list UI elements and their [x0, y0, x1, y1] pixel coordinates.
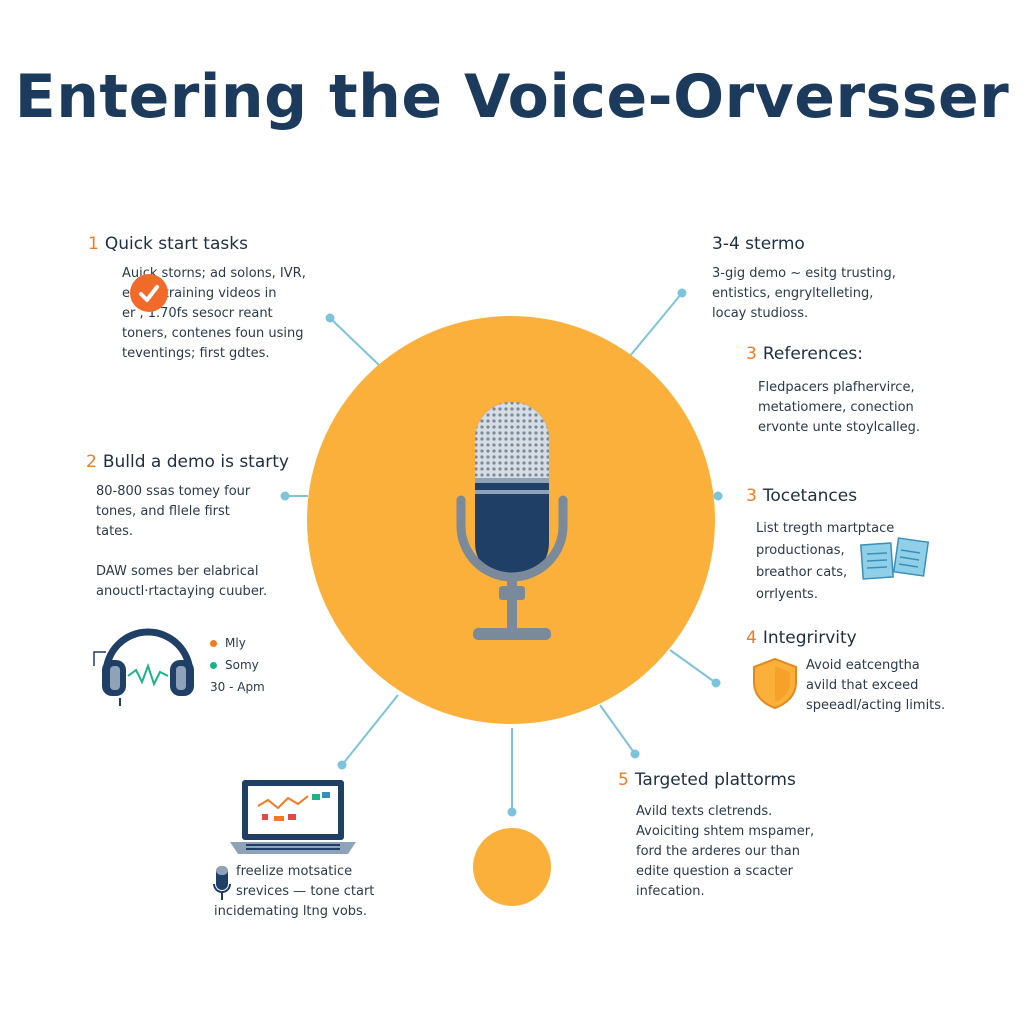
legend-label: 30 - Apm [210, 680, 265, 694]
headphones-icon [93, 628, 194, 706]
legend-label: Mly [225, 636, 246, 650]
body-line: entistics, engryltelleting, [712, 286, 874, 301]
section-body: 80-800 ssas tomey four tones, and fllele… [96, 482, 289, 542]
body-line: DAW somes ber elabrical [96, 564, 259, 579]
body-line: Avoiciting shtem mspamer, [636, 824, 815, 839]
section-title: Targeted plattorms [634, 770, 796, 790]
body-line: tates. [96, 524, 134, 539]
section-number: 5 [618, 770, 629, 790]
section-body: Avoid eatcengtha avild that exceed speea… [806, 656, 945, 716]
body-line: toners, contenes foun using [122, 326, 304, 341]
body-line: incidemating ltng vobs. [214, 904, 367, 919]
check-icon [130, 274, 168, 312]
notes-icon [860, 537, 930, 580]
section-body: freelize motsatice srevices — tone ctart… [214, 862, 375, 922]
section-title: Quick start tasks [104, 234, 248, 254]
legend-item: 30 - Apm [210, 676, 265, 698]
legend: Mly Somy 30 - Apm [210, 632, 265, 698]
section-body: Fledpacers plafhervirce, metatiomere, co… [758, 378, 920, 438]
section-number: 3 [746, 344, 757, 364]
section-body: Avild texts cletrends. Avoiciting shtem … [636, 802, 814, 902]
section-freelance: freelize motsatice srevices — tone ctart… [214, 862, 375, 922]
body-line: teventings; first gdtes. [122, 346, 270, 361]
legend-item: Mly [210, 632, 265, 654]
body-line: locay studioss. [712, 306, 809, 321]
section-title: Integrirvity [762, 628, 857, 648]
microphone-icon [456, 402, 568, 640]
section-title: Tocetances [762, 486, 858, 506]
body-line: Avoid eatcengtha [806, 658, 920, 673]
section-body: 3-gig demo ~ esitg trusting, entistics, … [712, 264, 896, 324]
small-circle [473, 828, 551, 906]
section-number: 4 [746, 628, 757, 648]
body-line: avild that exceed [806, 678, 919, 693]
page-title: Entering the Voice-Orversser [14, 62, 1010, 132]
body-line: freelize motsatice [236, 864, 353, 879]
body-line: 80-800 ssas tomey four [96, 484, 251, 499]
section-title: References: [762, 344, 864, 364]
legend-label: Somy [225, 658, 259, 672]
body-line: orrlyents. [756, 587, 818, 602]
laptop-icon [230, 780, 356, 854]
body-line: er , 1.70fs sesocr reant [122, 306, 273, 321]
body-line: Auick storns; ad solons, IVR, [122, 266, 306, 281]
legend-dot [210, 662, 217, 669]
body-line: 3-gig demo ~ esitg trusting, [712, 266, 896, 281]
section-number: 2 [86, 452, 97, 472]
body-line: infecation. [636, 884, 705, 899]
body-line: tones, and fllele first [96, 504, 230, 519]
body-line: srevices — tone ctart [236, 884, 375, 899]
section-number: 1 [88, 234, 99, 254]
section-body: List tregth martptace productionas, brea… [756, 518, 894, 606]
section-daw: DAW somes ber elabrical anouctl·rtactayi… [96, 562, 267, 602]
body-line: edite question a scacter [636, 864, 793, 879]
section-number: 3 [746, 486, 757, 506]
section-demo-range: 3-4 stermo 3-gig demo ~ esitg trusting, … [712, 234, 896, 324]
legend-item: Somy [210, 654, 265, 676]
body-line: Fledpacers plafhervirce, [758, 380, 915, 395]
body-line: Avild texts cletrends. [636, 804, 773, 819]
microphone-icon [213, 866, 231, 900]
legend-dot [210, 640, 217, 647]
body-line: productionas, [756, 543, 845, 558]
body-line: metatiomere, conection [758, 400, 914, 415]
section-heading: 3-4 stermo [712, 234, 805, 254]
body-line: ford the arderes our than [636, 844, 801, 859]
body-line: ervonte unte stoylcalleg. [758, 420, 921, 435]
section-body: DAW somes ber elabrical anouctl·rtactayi… [96, 562, 267, 602]
shield-icon [753, 657, 797, 710]
body-line: anouctl·rtactaying cuuber. [96, 584, 268, 599]
section-title: Bulld a demo is starty [102, 452, 289, 472]
body-line: breathor cats, [756, 565, 848, 580]
body-line: speeadl/acting limits. [806, 698, 946, 713]
body-line: List tregth martptace [756, 521, 895, 536]
